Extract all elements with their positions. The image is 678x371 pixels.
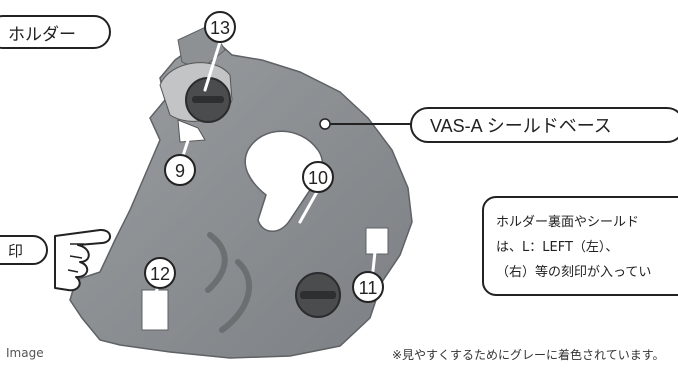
note-line-2: は、L：LEFT（左）、 xyxy=(496,240,619,255)
engraving-label-text: 印 xyxy=(8,241,24,260)
right-notch xyxy=(365,227,389,255)
gray-color-caption: ※見やすくするためにグレーに着色されています。 xyxy=(392,348,665,362)
holder-knob xyxy=(159,62,233,143)
note-line-3: （右）等の刻印が入ってい xyxy=(496,265,652,280)
leader-12 xyxy=(150,283,160,312)
engraving-label: 印 xyxy=(0,235,48,265)
holder-label-text: ホルダー xyxy=(8,24,76,45)
svg-text:12: 12 xyxy=(150,264,170,284)
svg-text:9: 9 xyxy=(175,161,185,181)
pointing-hand-icon xyxy=(54,228,111,292)
image-caption: Image xyxy=(6,346,44,360)
callout-10: 10 xyxy=(302,161,334,193)
svg-text:10: 10 xyxy=(308,168,328,188)
leader-10 xyxy=(298,188,320,224)
shield-base-dot xyxy=(319,118,331,130)
callout-11: 11 xyxy=(352,271,384,303)
s-curve-slot xyxy=(205,232,253,333)
holder-label: ホルダー xyxy=(0,15,111,49)
svg-text:13: 13 xyxy=(210,18,230,38)
callout-13: 13 xyxy=(204,11,236,43)
callout-9: 9 xyxy=(164,154,196,186)
bottom-screw xyxy=(295,272,341,318)
callout-12: 12 xyxy=(144,257,176,289)
shield-base-label: VAS-A シールドベース xyxy=(410,107,678,143)
leader-13 xyxy=(203,40,222,92)
engraving-note: ホルダー裏面やシールド は、L：LEFT（左）、 （右）等の刻印が入ってい xyxy=(482,196,678,296)
svg-text:11: 11 xyxy=(359,278,378,298)
note-line-1: ホルダー裏面やシールド xyxy=(496,215,640,230)
shield-base-label-text: VAS-A シールドベース xyxy=(430,116,612,136)
